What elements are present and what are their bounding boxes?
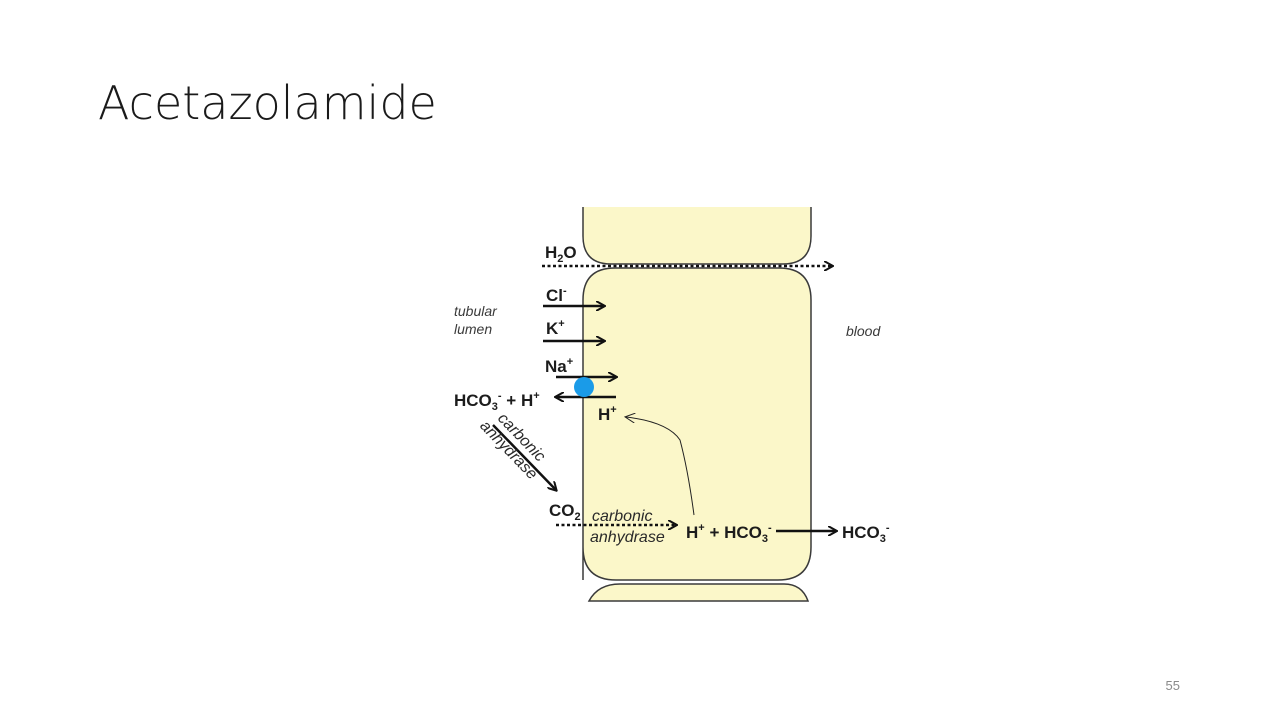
potassium-label: K+ bbox=[546, 318, 565, 338]
lower-tubule-cell bbox=[587, 583, 810, 602]
hydrogen-recycle-arrow bbox=[626, 417, 695, 516]
co2-label: CO2 bbox=[549, 501, 581, 523]
tubular-lumen-label-line2: lumen bbox=[454, 321, 492, 337]
transporter-dot bbox=[574, 377, 594, 397]
sodium-label: Na+ bbox=[545, 356, 573, 376]
blood-bicarbonate-label: HCO3- bbox=[842, 522, 890, 545]
lumen-carbonic-anhydrase-arrow bbox=[492, 424, 556, 490]
main-tubule-cell bbox=[582, 267, 812, 581]
cell-products-label: H+ + HCO3- bbox=[686, 522, 772, 545]
cell-enzyme-label-line1: carbonic bbox=[592, 508, 652, 525]
slide-title: Acetazolamide bbox=[98, 76, 437, 130]
tubular-lumen-label-line1: tubular bbox=[454, 303, 498, 319]
cell-hydrogen-label: H+ bbox=[598, 404, 617, 424]
page-number: 55 bbox=[1165, 678, 1180, 693]
lumen-enzyme-label: carbonic anhydrase bbox=[476, 410, 548, 483]
water-label: H2O bbox=[545, 243, 577, 265]
cell-enzyme-label-line2: anhydrase bbox=[590, 529, 665, 546]
chloride-label: Cl- bbox=[546, 285, 567, 305]
blood-label: blood bbox=[846, 323, 881, 339]
lumen-bicarbonate-label: HCO3- + H+ bbox=[454, 390, 540, 413]
upper-tubule-cell bbox=[582, 207, 812, 265]
